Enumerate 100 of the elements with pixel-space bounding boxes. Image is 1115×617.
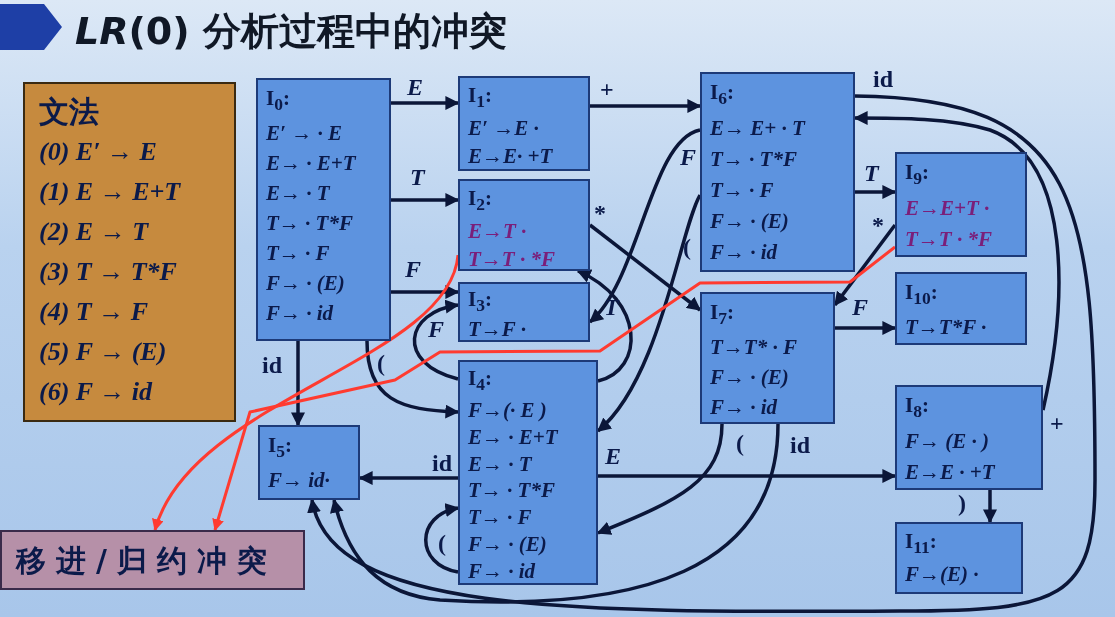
transition-arrow (855, 185, 897, 199)
lr-item: E→E· +T (468, 143, 554, 171)
lr-item: T→ · F (266, 240, 331, 268)
state-box (458, 179, 590, 271)
edge-label: E (407, 74, 423, 101)
state-box (895, 385, 1043, 490)
edge-label: F (680, 144, 696, 171)
conflict-box (0, 530, 305, 590)
transition-arrow (309, 94, 1097, 614)
edge-label: T (410, 164, 425, 191)
edge-label: * (594, 200, 606, 227)
state-label: I$_{0}$: (266, 85, 291, 117)
edge-label: ( (683, 234, 691, 261)
edge-label: ( (377, 350, 385, 377)
state-label: I$_{6}$: (710, 79, 735, 111)
grammar-rule: (4) T → F (39, 296, 150, 328)
transition-arrow (391, 193, 460, 207)
conflict-label: 移进/归约冲突 (16, 542, 278, 580)
state-label: I$_{5}$: (268, 432, 293, 464)
transition-arrow (412, 300, 460, 381)
grammar-panel (23, 82, 236, 422)
transition-arrow (424, 504, 460, 574)
transition-arrow (576, 269, 633, 383)
lr-item: F→(· E ) (468, 397, 548, 424)
grammar-rule: (6) F → id (39, 376, 154, 408)
lr-item: F→(E) · (905, 561, 980, 589)
state-box (895, 522, 1023, 594)
lr-item: E→ · T (266, 180, 332, 208)
lr-item: F→ · id (710, 239, 779, 267)
lr-item: E′ →E · (468, 115, 540, 143)
state-box (700, 72, 855, 272)
edge-label: ( (736, 430, 744, 457)
transition-arrow (598, 469, 897, 483)
edge-label: F (405, 256, 421, 283)
state-box (458, 76, 590, 171)
edge-label: F (428, 316, 444, 343)
state-label: I$_{8}$: (905, 392, 930, 424)
lr-item: E→ · E+T (468, 423, 560, 451)
lr-item: F→ id· (268, 467, 331, 495)
lr-item: T→T* · F (710, 334, 798, 362)
lr-item: F→ · (E) (710, 364, 790, 392)
state-label: I$_{9}$: (905, 159, 930, 191)
lr-item: E→E+T · (905, 195, 991, 223)
grammar-rule: (2) E → T (39, 216, 150, 248)
lr-item: E→ · E+T (266, 150, 358, 178)
lr-item: E′ → · E (266, 120, 343, 148)
transition-arrow (590, 99, 702, 113)
state-box (895, 152, 1027, 257)
grammar-rule: (0) E′ → E (39, 136, 158, 168)
lr-item: T→ · F (468, 504, 533, 531)
edge-label: * (872, 212, 884, 239)
lr-item: T→ · T*F (266, 210, 354, 238)
state-box (700, 292, 835, 424)
state-label: I$_{7}$: (710, 299, 735, 331)
state-label: I$_{1}$: (468, 82, 493, 114)
transition-arrow (365, 340, 460, 419)
edge-label: ) (958, 490, 966, 517)
state-label: I$_{3}$: (468, 288, 493, 318)
edge-label: id (873, 66, 893, 93)
lr-item: E→T · (468, 218, 528, 246)
lr-item: T→T · *F (905, 226, 993, 254)
lr-item: F→ (E · ) (905, 428, 990, 456)
state-label: I$_{11}$: (905, 528, 938, 560)
lr-item: E→ · T (468, 450, 534, 478)
transition-arrow (330, 423, 780, 604)
lr-item: F→ · id (710, 394, 779, 422)
edge-label: F (852, 294, 868, 321)
transition-arrow (835, 321, 897, 335)
panel-heading: 文法 (39, 93, 100, 131)
state-box (458, 282, 590, 342)
transition-arrow (391, 285, 460, 299)
edge-label: id (432, 450, 452, 477)
transition-arrow (391, 96, 460, 110)
lr-item: E→E · +T (905, 459, 997, 487)
grammar-rule: (3) T → T*F (39, 256, 178, 288)
lr-item: T→T · *F (468, 246, 556, 274)
title: LR(0) 分析过程中的冲突 (75, 8, 507, 55)
grammar-rule: (5) F → (E) (39, 336, 168, 368)
edge-label: id (262, 352, 282, 379)
edge-label: + (600, 76, 614, 103)
state-label: I$_{10}$: (905, 279, 939, 311)
edge-label: T (604, 294, 619, 321)
grammar-rule: (1) E → E+T (39, 176, 182, 208)
edge-label: id (790, 432, 810, 459)
state-box (458, 360, 598, 585)
lr-item: E→ E+ · T (710, 115, 807, 143)
state-box (256, 78, 391, 341)
edge-label: + (1050, 410, 1064, 437)
edge-label: ( (438, 530, 446, 557)
state-label: I$_{4}$: (468, 366, 493, 397)
lr-item: T→ · T*F (468, 477, 556, 505)
lr-item: T→ · F (710, 177, 775, 205)
lr-item: T→ · T*F (710, 146, 798, 174)
pointer-arrow (212, 245, 896, 532)
edge-label: E (605, 443, 621, 470)
state-box (258, 425, 360, 500)
transition-arrow (983, 490, 997, 524)
lr-item: F→ · id (468, 557, 537, 585)
transition-arrow (833, 223, 897, 307)
edge-label: T (864, 160, 879, 187)
